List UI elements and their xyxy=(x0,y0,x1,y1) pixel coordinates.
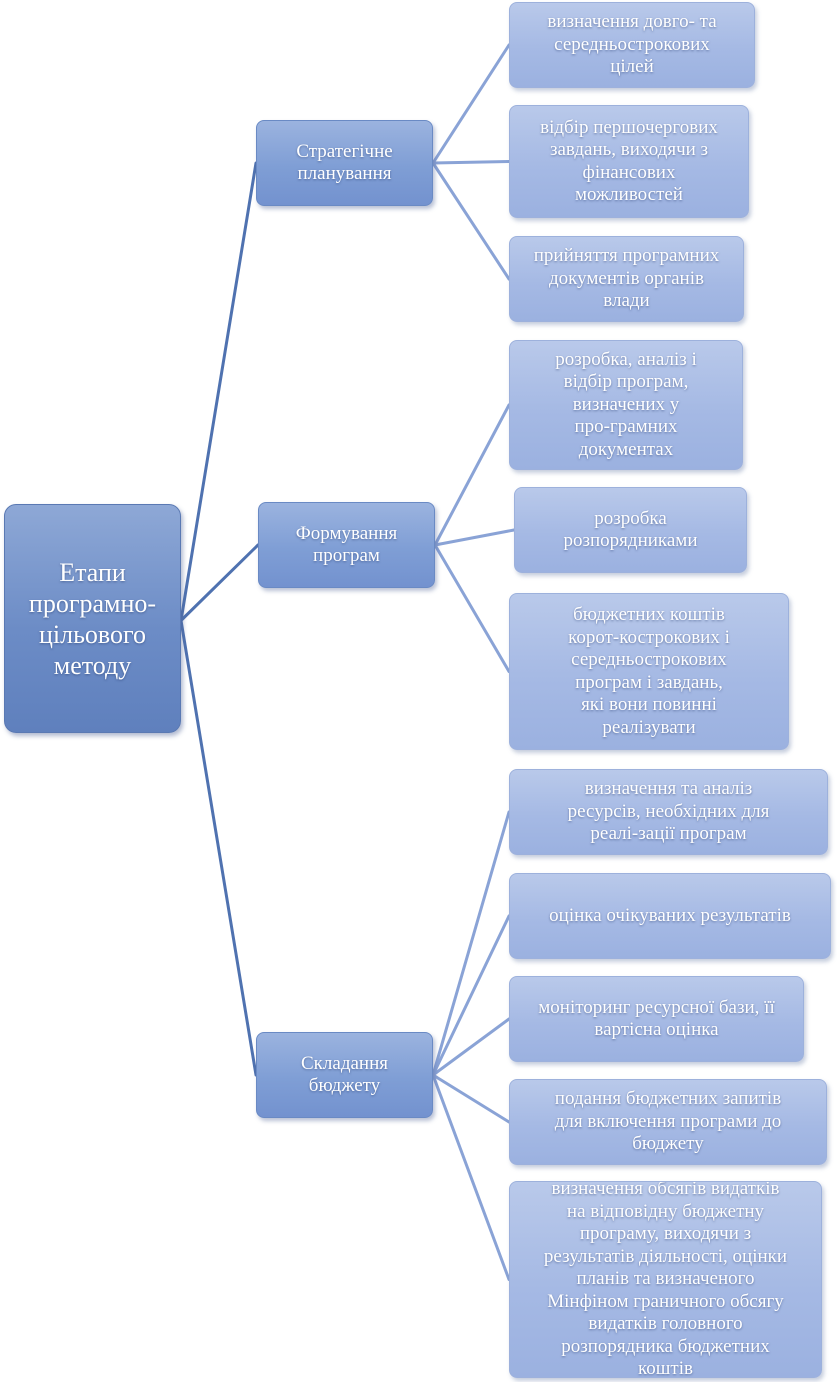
leaf-node: моніторинг ресурсної бази, її вартісна о… xyxy=(509,976,804,1062)
leaf-connector xyxy=(431,1073,511,1124)
leaf-node: визначення та аналіз ресурсів, необхідни… xyxy=(509,769,828,855)
leaf-node: визначення обсягів видатків на відповідн… xyxy=(509,1181,822,1378)
leaf-connector xyxy=(433,543,511,673)
leaf-node: розробка, аналіз і відбір програм, визна… xyxy=(509,340,743,470)
leaf-node: бюджетних коштів корот-костро­кових і се… xyxy=(509,593,789,750)
leaf-label: моніторинг ресурсної бази, її вартісна о… xyxy=(538,996,775,1041)
leaf-connector xyxy=(433,403,511,547)
leaf-connector xyxy=(431,1073,511,1281)
root-node: Етапи програмно- цільового методу xyxy=(4,504,181,733)
leaf-label: бюджетних коштів корот-костро­кових і се… xyxy=(568,604,730,738)
root-connector xyxy=(179,543,260,622)
leaf-label: оцінка очікуваних результатів xyxy=(549,904,791,926)
leaf-label: відбір першочергових завдань, виходячи з… xyxy=(540,116,718,206)
leaf-node: прийняття програмних документів органів … xyxy=(509,236,744,322)
leaf-node: визначення довго- та середньострокових ц… xyxy=(509,2,755,88)
stage-budget-drafting: Складання бюджету xyxy=(256,1032,433,1118)
leaf-connector xyxy=(431,43,511,165)
leaf-label: подання бюджетних запитів для включення … xyxy=(554,1088,782,1155)
leaf-connector xyxy=(431,160,511,165)
root-connector xyxy=(179,161,258,622)
stage-strategic-planning: Стратегічне планування xyxy=(256,120,433,206)
root-connector xyxy=(179,619,258,1077)
leaf-label: розробка, аналіз і відбір програм, визна… xyxy=(555,348,697,460)
stage-label: Формування програм xyxy=(295,523,398,566)
leaf-connector xyxy=(431,161,511,281)
root-label: Етапи програмно- цільового методу xyxy=(28,557,157,680)
leaf-label: прийняття програмних документів органів … xyxy=(533,245,720,312)
leaf-label: визначення та аналіз ресурсів, необхідни… xyxy=(567,778,770,845)
stage-label: Складання бюджету xyxy=(301,1053,388,1096)
leaf-node: подання бюджетних запитів для включення … xyxy=(509,1079,827,1165)
leaf-connector xyxy=(431,914,511,1077)
leaf-label: розробка розпорядниками xyxy=(563,507,698,552)
leaf-connector xyxy=(431,1017,511,1077)
leaf-connector xyxy=(433,528,516,547)
stage-program-formation: Формування програм xyxy=(258,502,435,588)
stage-label: Стратегічне планування xyxy=(296,141,393,184)
leaf-label: визначення довго- та середньострокових ц… xyxy=(547,11,717,78)
leaf-connector xyxy=(431,810,511,1077)
leaf-label: визначення обсягів видатків на відповідн… xyxy=(543,1181,788,1378)
leaf-node: оцінка очікуваних результатів xyxy=(509,873,831,959)
leaf-node: розробка розпорядниками xyxy=(514,487,747,573)
leaf-node: відбір першочергових завдань, виходячи з… xyxy=(509,105,749,218)
